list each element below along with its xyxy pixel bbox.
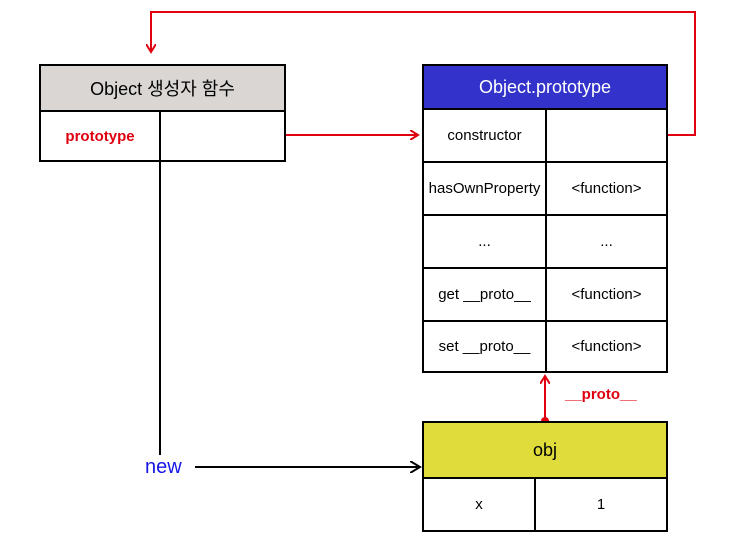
obj-title: obj <box>424 423 666 479</box>
new-label: new <box>145 456 182 478</box>
obj-property-value: 1 <box>596 496 606 513</box>
prototype-row-key: constructor <box>424 110 547 163</box>
prototype-property-label: prototype <box>41 112 161 160</box>
proto-link-label: __proto__ <box>565 386 637 403</box>
prototype-row-key: get __proto__ <box>424 269 547 322</box>
prototype-row-value: <function> <box>571 338 642 355</box>
prototype-row-key: set __proto__ <box>424 322 547 371</box>
obj-box: obj x 1 <box>422 421 668 532</box>
prototype-row-value <box>547 110 666 163</box>
object-prototype-box: Object.prototype constructor hasOwnPrope… <box>422 64 668 373</box>
prototype-row-key: hasOwnProperty <box>424 163 547 216</box>
object-prototype-title: Object.prototype <box>424 66 666 110</box>
prototype-row-value: <function> <box>547 163 666 216</box>
prototype-row-value: ... <box>547 216 666 269</box>
prototype-property-value <box>161 112 284 160</box>
object-constructor-box: Object 생성자 함수 prototype <box>39 64 286 162</box>
object-constructor-title: Object 생성자 함수 <box>41 66 284 112</box>
prototype-row-key: ... <box>424 216 547 269</box>
prototype-row-value: <function> <box>547 269 666 322</box>
obj-property-key: x <box>424 479 536 530</box>
